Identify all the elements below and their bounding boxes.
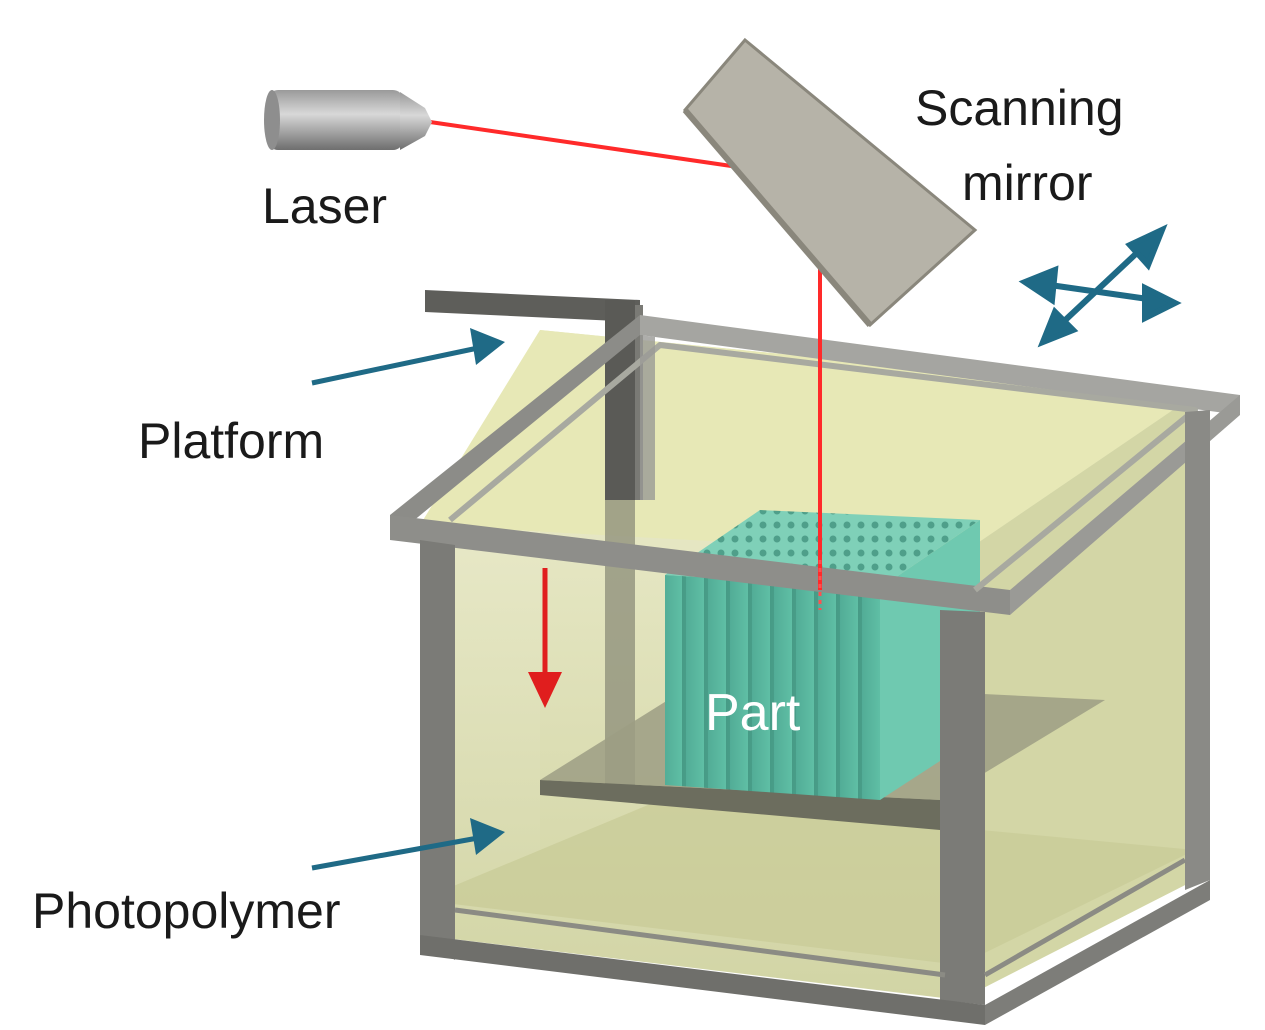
label-part: Part xyxy=(705,684,801,742)
tank-rim-back xyxy=(640,315,1240,415)
tank-rim-left xyxy=(390,315,640,540)
tank-post-back-left xyxy=(640,335,655,500)
label-scanning: Scanning xyxy=(915,80,1124,136)
tank-floor xyxy=(420,800,1195,965)
photopolymer-pointer-arrow xyxy=(311,818,505,871)
label-photopolymer: Photopolymer xyxy=(32,883,341,939)
tank-bottom-right xyxy=(985,880,1210,1025)
scanning-mirror xyxy=(682,37,978,328)
tank-post-back-right xyxy=(1185,410,1210,890)
tank-inner-rim xyxy=(448,342,1198,593)
laser-beam xyxy=(429,120,822,610)
part-front xyxy=(665,575,880,800)
tank-post-front-left xyxy=(420,540,455,960)
laser-cap xyxy=(264,90,280,150)
tank-frame xyxy=(390,315,1240,1025)
laser-body xyxy=(268,90,403,150)
label-platform: Platform xyxy=(138,413,324,469)
build-plate-edge xyxy=(540,780,940,830)
tank-rim-front xyxy=(390,515,1010,615)
tank-inner-bottom xyxy=(454,907,946,978)
laser-nozzle xyxy=(400,92,432,150)
tank-inner-bottom-right xyxy=(983,857,1187,978)
arrow-down-icon xyxy=(528,568,562,708)
printed-part xyxy=(665,510,980,800)
platform-arm xyxy=(425,290,640,322)
label-mirror: mirror xyxy=(962,155,1093,211)
platform-pointer-arrow xyxy=(311,328,505,386)
laser-beam-horizontal xyxy=(429,120,746,170)
label-laser: Laser xyxy=(262,178,387,234)
four-way-arrows-icon xyxy=(1018,224,1182,348)
tank-bottom-front xyxy=(420,935,985,1025)
tank-post-front-right xyxy=(940,610,985,1005)
laser-emitter xyxy=(264,90,432,150)
mirror-edge xyxy=(682,108,873,327)
tank-rim-right xyxy=(1010,395,1240,615)
platform-post-side xyxy=(635,305,643,500)
